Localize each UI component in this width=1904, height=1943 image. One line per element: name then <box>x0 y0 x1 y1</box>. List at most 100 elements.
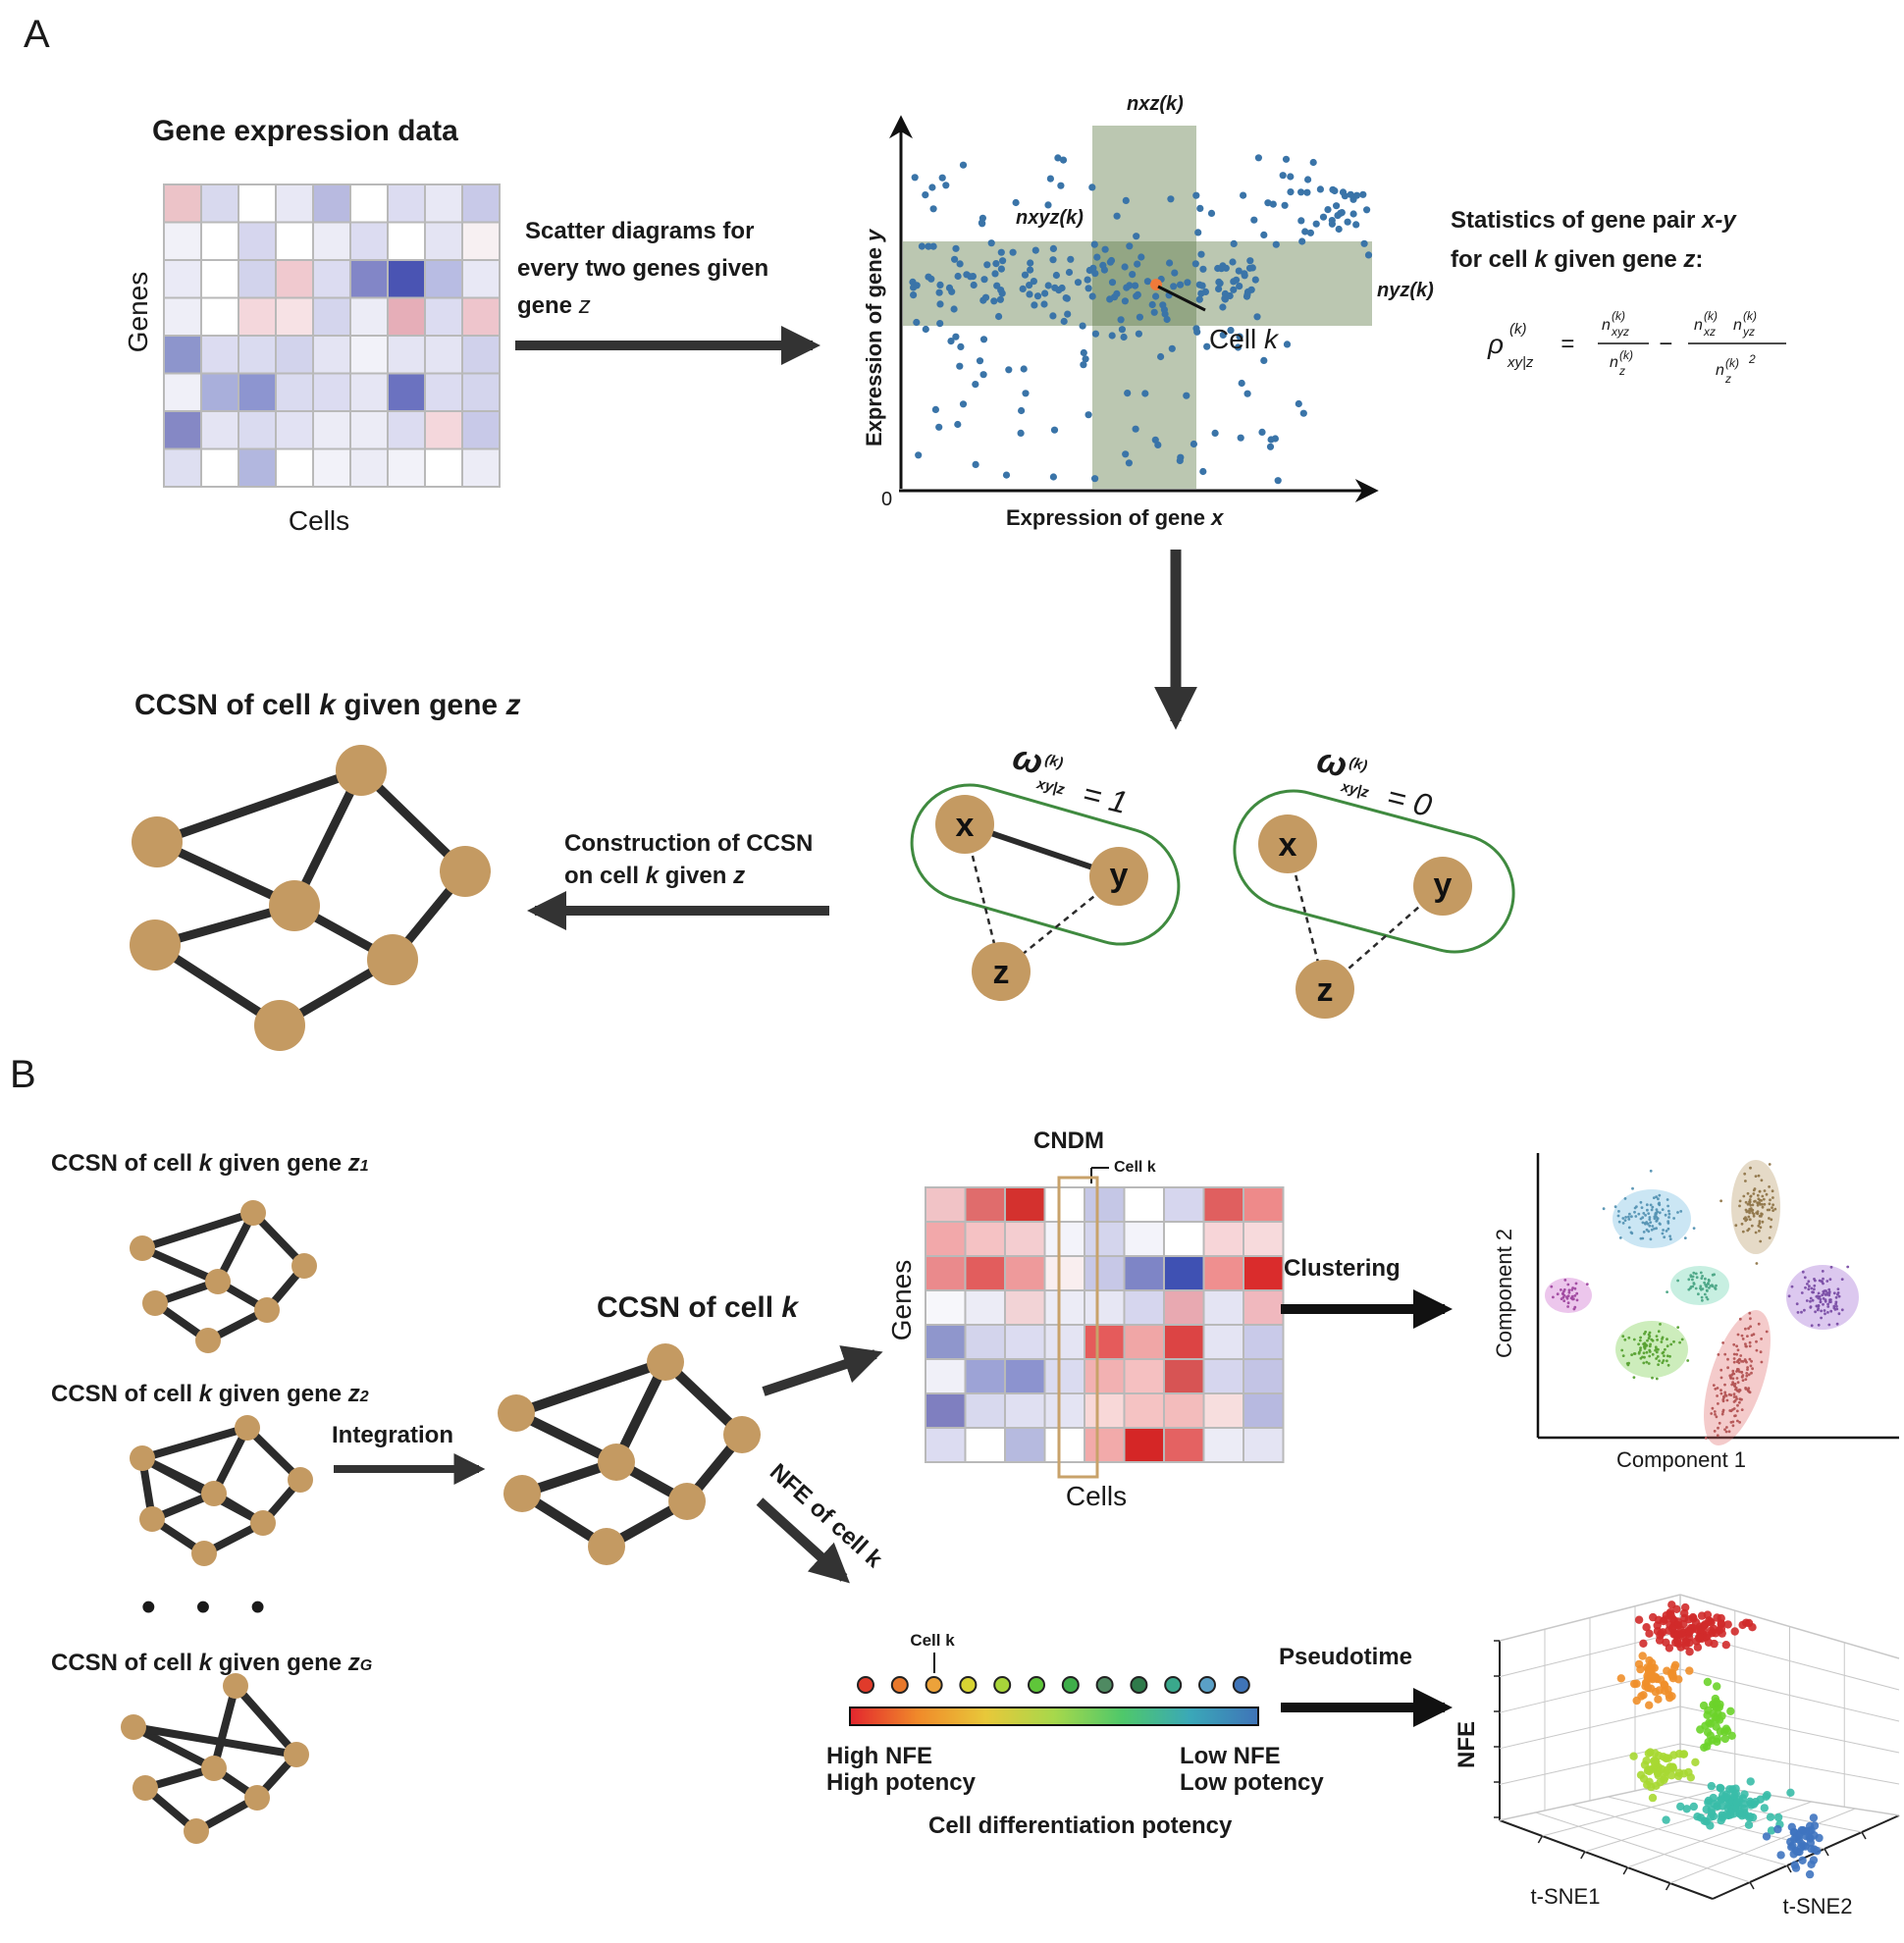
cluster-point <box>1749 1166 1752 1170</box>
cluster-point <box>1819 1300 1823 1304</box>
scatter-point <box>925 273 932 281</box>
potency-title: Cell differentiation potency <box>928 1812 1233 1839</box>
cluster-point <box>1758 1222 1762 1226</box>
scatter-point <box>931 405 940 413</box>
heatmap-cell <box>925 1255 967 1291</box>
network-edge <box>210 1684 239 1770</box>
scatter-point <box>1360 239 1368 247</box>
cluster-point <box>1648 1218 1652 1221</box>
heatmap-cell <box>275 335 314 375</box>
cluster-point <box>1624 1216 1627 1219</box>
cluster-point <box>1751 1211 1755 1215</box>
cluster-point <box>1740 1222 1744 1226</box>
cluster-point <box>1620 1348 1624 1352</box>
pseudotime-point <box>1719 1802 1727 1811</box>
cell-k-pointer <box>1157 285 1206 312</box>
tick <box>1786 1864 1792 1873</box>
scatter-point <box>942 182 950 189</box>
scatter-point <box>1306 229 1314 236</box>
pseudotime-point <box>1813 1847 1822 1856</box>
cluster-point <box>1679 1210 1683 1213</box>
network-node <box>284 1742 309 1767</box>
pseudotime-point <box>1701 1620 1710 1629</box>
pseudotime-point <box>1616 1674 1626 1683</box>
cluster-point <box>1713 1273 1716 1277</box>
pseudotime-point <box>1682 1805 1691 1813</box>
scatter-point <box>1120 333 1128 341</box>
cluster-point <box>1642 1212 1646 1215</box>
cluster-point <box>1602 1207 1606 1211</box>
heatmap-cell <box>200 372 239 412</box>
grid-line <box>1627 1801 1812 1868</box>
cluster-point <box>1563 1279 1567 1282</box>
ccsn-given-zG-title: CCSN of cell k given gene zG <box>51 1650 372 1676</box>
cells-axis-label: Cells <box>289 505 349 536</box>
high-nfe-label: High NFE <box>826 1743 932 1769</box>
network-edge <box>140 1209 255 1252</box>
cluster-point <box>1638 1350 1641 1354</box>
scatter-point <box>1084 276 1091 284</box>
cluster-point <box>1822 1302 1825 1306</box>
scatter-point <box>1049 244 1057 252</box>
pseudotime-point <box>1766 1812 1775 1821</box>
scatter-point <box>999 257 1007 265</box>
pseudotime-point <box>1727 1731 1736 1741</box>
grid-line <box>1644 1788 1863 1833</box>
cluster-point <box>1717 1353 1720 1356</box>
arrow-to-nfe <box>756 1497 850 1584</box>
cluster-point <box>1666 1354 1669 1358</box>
cluster-point <box>1701 1287 1705 1290</box>
heatmap-cell <box>387 372 426 412</box>
cluster-point <box>1717 1402 1719 1405</box>
pseudotime-point <box>1645 1655 1654 1665</box>
cluster-point <box>1641 1216 1645 1220</box>
scatter-point <box>1059 156 1068 164</box>
cluster-point <box>1726 1366 1729 1370</box>
node-y-0 <box>1413 857 1472 916</box>
cluster-point <box>1655 1195 1658 1199</box>
pseudotime-point <box>1667 1771 1676 1780</box>
cluster-point <box>1658 1211 1662 1215</box>
heatmap-cell <box>312 259 351 299</box>
cluster-point <box>1755 1348 1759 1352</box>
cluster-point <box>1837 1312 1841 1316</box>
cluster-point <box>1639 1348 1642 1352</box>
cluster-point <box>1561 1295 1565 1299</box>
svg-text:=: = <box>1560 331 1574 357</box>
potency-dot <box>1164 1676 1183 1694</box>
network-node <box>250 1510 276 1536</box>
cluster-point <box>1787 1294 1791 1298</box>
scatter-point <box>1301 228 1309 236</box>
cluster-point <box>1657 1197 1660 1201</box>
cluster-point <box>1666 1220 1670 1224</box>
cluster-point <box>1739 1354 1743 1357</box>
scatter-y-label: Expression of gene y <box>862 228 886 446</box>
cluster-point <box>1666 1344 1669 1348</box>
cluster-point <box>1727 1392 1731 1396</box>
heatmap-cell <box>163 184 202 224</box>
cluster-point <box>1653 1227 1656 1231</box>
cluster-point <box>1574 1282 1578 1286</box>
cluster-point <box>1692 1271 1696 1275</box>
scatter-point <box>1334 212 1342 220</box>
panel-b-label: B <box>10 1053 36 1096</box>
scatter-point <box>936 281 944 289</box>
pseudotime-point <box>1707 1781 1717 1791</box>
cluster-point <box>1724 1430 1728 1434</box>
cluster-point <box>1763 1189 1767 1192</box>
cndm-cell-k-highlight <box>1057 1176 1099 1479</box>
heatmap-cell <box>1202 1289 1244 1326</box>
scatter-point <box>1091 330 1099 338</box>
cluster-point <box>1566 1283 1570 1287</box>
pseudotime-point <box>1710 1624 1719 1634</box>
cluster-point <box>1731 1424 1735 1428</box>
potency-dot <box>890 1676 909 1694</box>
cluster-point <box>1819 1297 1823 1301</box>
cluster-point <box>1736 1403 1739 1407</box>
scatter-point <box>1192 325 1200 333</box>
heatmap-cell <box>1004 1186 1046 1223</box>
cluster-point <box>1769 1225 1772 1229</box>
cluster-point <box>1661 1361 1665 1364</box>
cluster-point <box>1719 1392 1723 1395</box>
cluster-point <box>1735 1344 1738 1348</box>
